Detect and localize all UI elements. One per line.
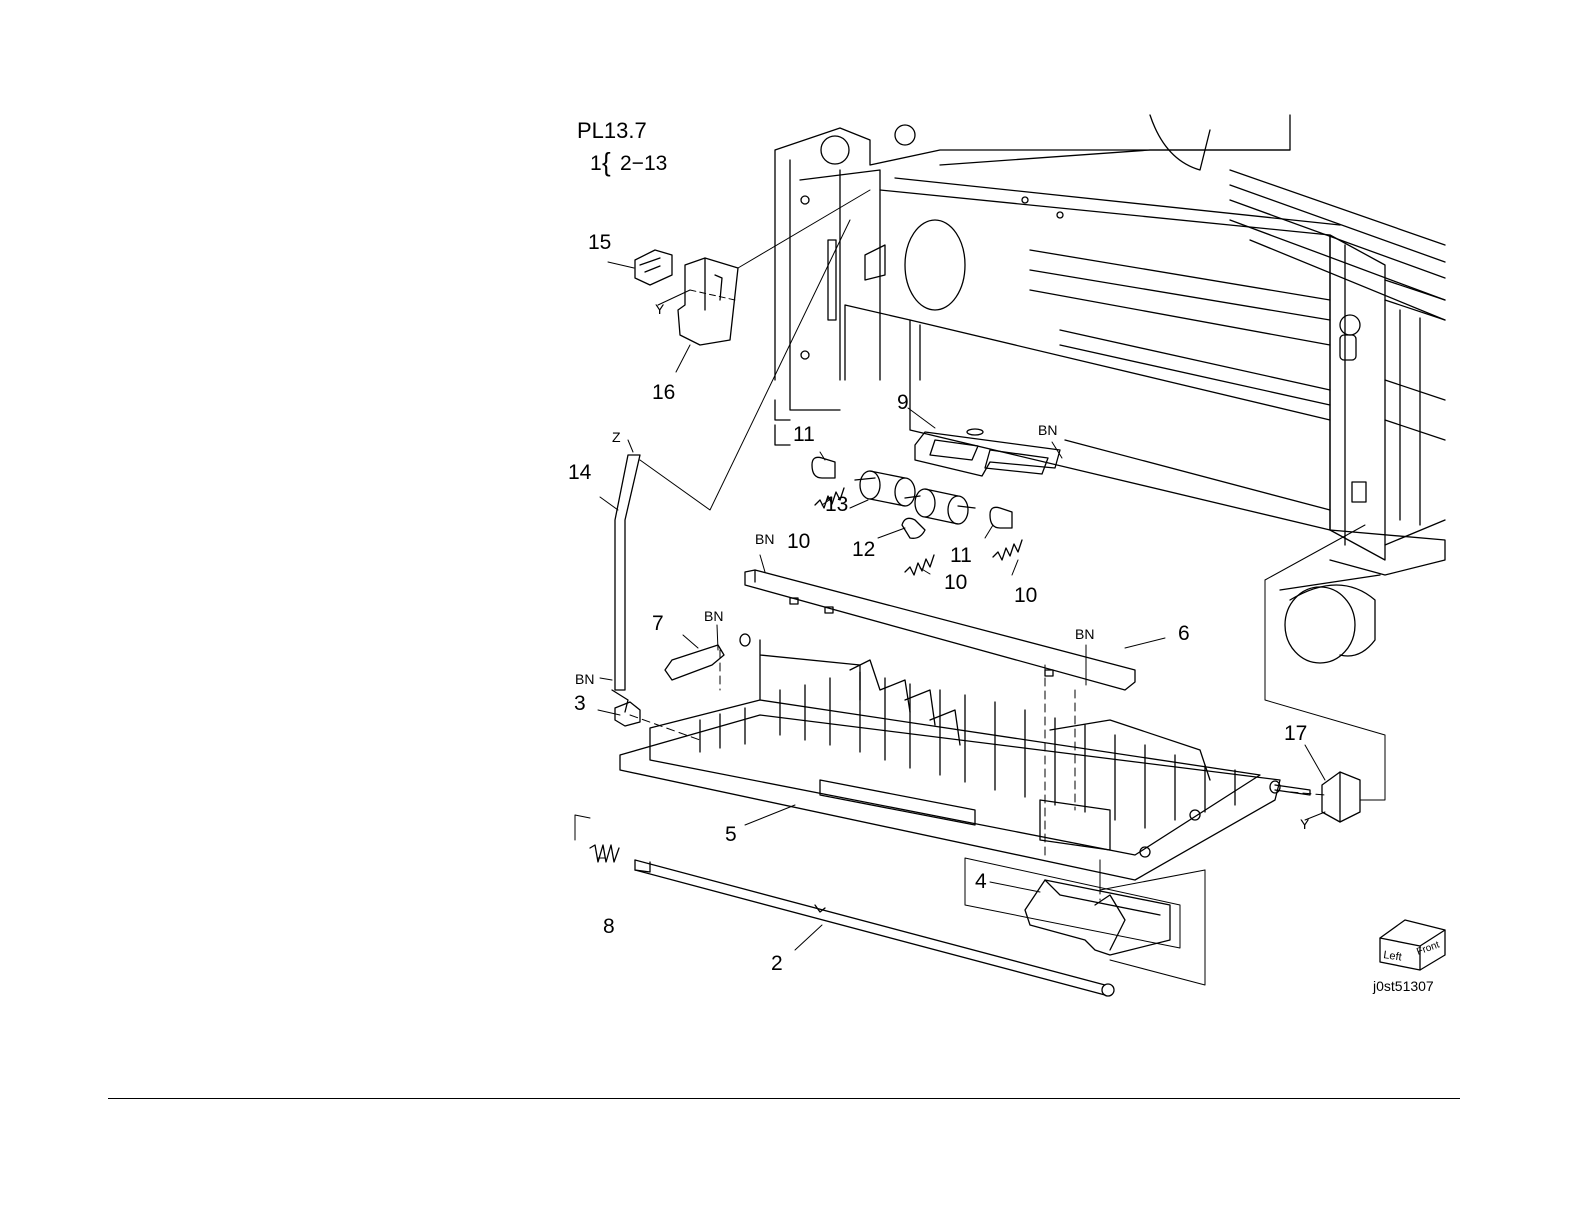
marker-y-upper: Y [655,301,665,317]
callout-4: 4 [975,870,987,893]
callout-11a: 11 [793,423,815,446]
part-5-guide-tray [620,634,1310,880]
callout-2: 2 [771,952,783,975]
part-12-clip [902,518,925,538]
machine-frame [775,115,1445,663]
callout-17: 17 [1284,722,1307,745]
part-3-holder [615,702,640,726]
part-8-spring [590,845,619,862]
part-15-connector [635,250,672,285]
callout-12: 12 [852,538,875,561]
assembly-range: 2−13 [620,152,667,175]
marker-bn-3: BN [704,608,723,624]
callout-8: 8 [603,915,615,938]
explode-lines [630,650,1325,900]
footer-rule [108,1098,1460,1099]
orientation-left: Left [1383,949,1403,963]
callout-9: 9 [897,391,909,414]
marker-bn-1: BN [1038,422,1057,438]
callout-13: 13 [825,493,848,516]
orientation-front: Front [1415,939,1441,957]
marker-bn-2: BN [755,531,774,547]
assembly-index: 1 [590,152,602,175]
marker-bn-5: BN [575,671,594,687]
figure-id: j0st51307 [1372,978,1434,994]
callout-6: 6 [1178,622,1190,645]
marker-bn-4: BN [1075,626,1094,642]
callout-14: 14 [568,461,592,484]
part-16-bracket [678,258,738,345]
marker-y-lower: Y [1300,816,1310,832]
callout-10b: 10 [944,571,967,594]
callout-3: 3 [574,692,586,715]
marker-z: Z [612,429,621,445]
callout-10c: 10 [1014,584,1037,607]
callout-16: 16 [652,381,675,404]
callout-11b: 11 [950,544,972,567]
callout-5: 5 [725,823,737,846]
plate-label: PL13.7 [577,118,647,143]
callout-15: 15 [588,231,611,254]
part-14-link-rod [612,455,640,712]
callout-7: 7 [652,612,664,635]
assembly-brace: { [602,147,611,177]
part-17-bracket [1322,772,1360,822]
part-7-bracket [665,645,724,680]
part-13-rollers [855,471,975,524]
callout-10a: 10 [787,530,810,553]
